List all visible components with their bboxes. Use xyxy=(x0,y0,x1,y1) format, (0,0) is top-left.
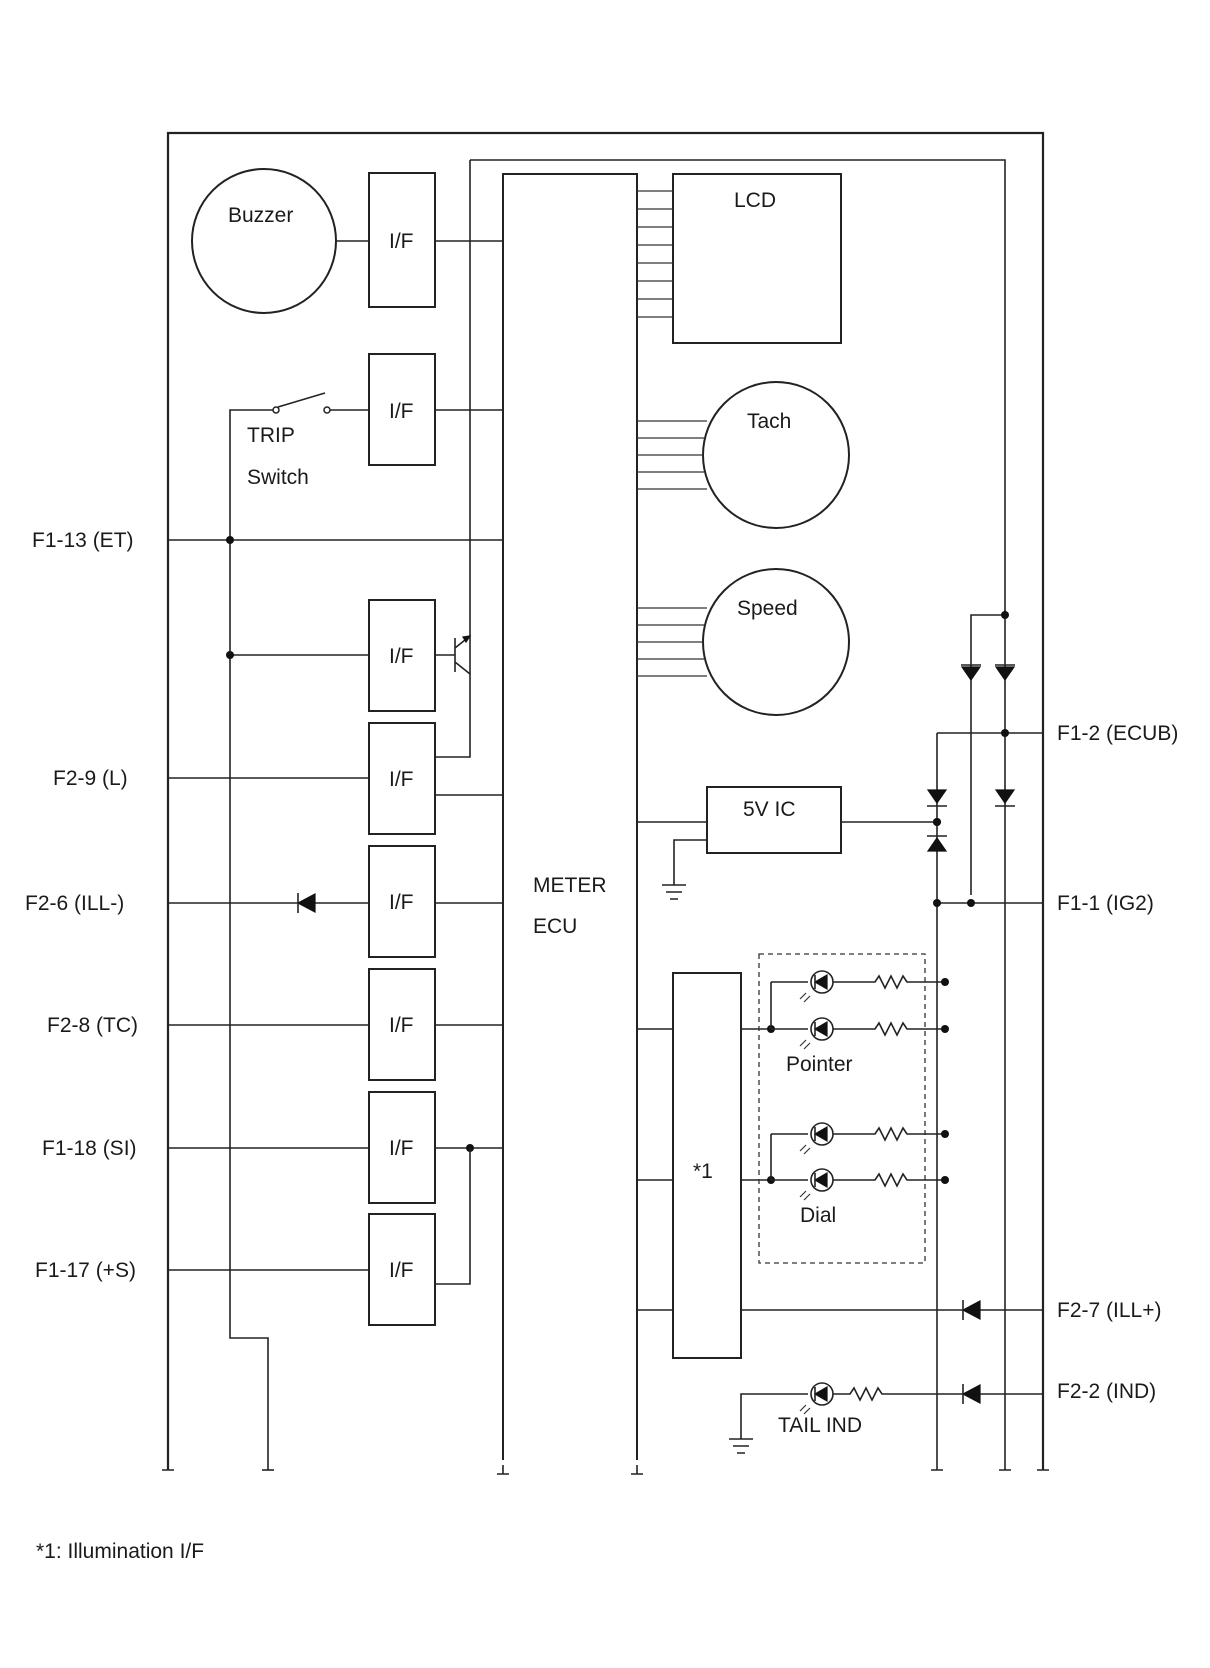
left-terminal-wires xyxy=(168,536,503,1271)
terminal-f2-7-label: F2-7 (ILL+) xyxy=(1057,1299,1161,1322)
interface-label: I/F xyxy=(389,891,414,914)
outer-frame xyxy=(162,131,1049,1471)
interface-blocks: I/F I/F I/F I/F I/F I/F I/F I/F xyxy=(368,172,503,1326)
left-terminal-labels: F1-13 (ET) F2-9 (L) F2-6 (ILL-) F2-8 (TC… xyxy=(25,529,138,1282)
terminal-f1-1-label: F1-1 (IG2) xyxy=(1057,892,1154,915)
led-bank: Pointer Dial xyxy=(758,953,949,1264)
lcd-label: LCD xyxy=(734,189,776,212)
terminal-f2-9-label: F2-9 (L) xyxy=(53,767,128,790)
terminal-f1-2-label: F1-2 (ECUB) xyxy=(1057,722,1178,745)
buzzer: Buzzer xyxy=(191,168,369,314)
illumination-interface-label: *1 xyxy=(693,1160,713,1183)
trip-switch-label-line1: TRIP xyxy=(247,424,295,447)
tach-label: Tach xyxy=(747,410,791,433)
pointer-label: Pointer xyxy=(786,1053,853,1076)
internal-rails xyxy=(229,159,1043,1471)
meter-ecu-label-line1: METER xyxy=(533,874,607,897)
tail-ind-label: TAIL IND xyxy=(778,1414,862,1437)
ic-5v-label: 5V IC xyxy=(743,798,796,821)
right-terminal-labels: F1-2 (ECUB) F1-1 (IG2) F2-7 (ILL+) F2-2 … xyxy=(1057,722,1178,1403)
interface-label: I/F xyxy=(389,1137,414,1160)
tail-indicator: TAIL IND xyxy=(729,1382,1043,1454)
interface-label: I/F xyxy=(389,768,414,791)
interface-label: I/F xyxy=(389,645,414,668)
power-diodes xyxy=(926,611,1043,907)
lcd: LCD xyxy=(637,173,842,344)
speed-label: Speed xyxy=(737,597,798,620)
terminal-f1-17-label: F1-17 (+S) xyxy=(35,1259,136,1282)
terminal-f1-18-label: F1-18 (SI) xyxy=(42,1137,137,1160)
illumination-interface: *1 xyxy=(637,972,1043,1359)
interface-label: I/F xyxy=(389,1014,414,1037)
dial-label: Dial xyxy=(800,1204,836,1227)
meter-ecu-label-line2: ECU xyxy=(533,915,577,938)
footnote: *1: Illumination I/F xyxy=(36,1540,204,1563)
tach-gauge: Tach xyxy=(637,381,850,529)
trip-switch: TRIP Switch xyxy=(229,392,369,540)
interface-label: I/F xyxy=(389,400,414,423)
interface-label: I/F xyxy=(389,230,414,253)
terminal-f2-2-label: F2-2 (IND) xyxy=(1057,1380,1156,1403)
interface-label: I/F xyxy=(389,1259,414,1282)
meter-ecu: METER ECU xyxy=(497,173,643,1480)
terminal-f2-8-label: F2-8 (TC) xyxy=(47,1014,138,1037)
transistor-symbol xyxy=(435,635,472,675)
terminal-f2-6-label: F2-6 (ILL-) xyxy=(25,892,124,915)
speed-gauge: Speed xyxy=(637,568,850,716)
buzzer-label: Buzzer xyxy=(228,204,293,227)
ic-5v: 5V IC xyxy=(637,786,941,900)
trip-switch-label-line2: Switch xyxy=(247,466,309,489)
terminal-f1-13-label: F1-13 (ET) xyxy=(32,529,134,552)
